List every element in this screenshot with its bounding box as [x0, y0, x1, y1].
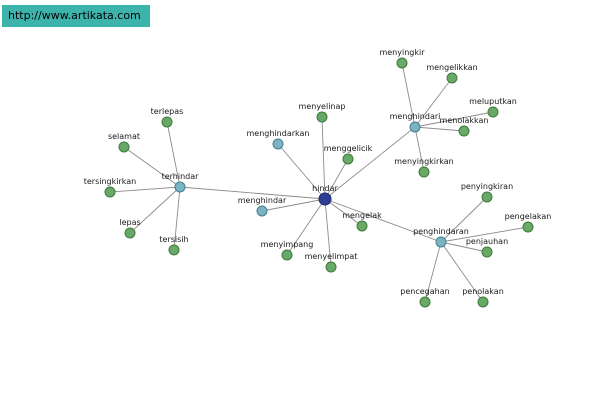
node-label-menolakkan: menolakkan — [440, 116, 489, 125]
node-penolakan[interactable] — [477, 296, 489, 308]
edge-hindar-menyelinap — [321, 116, 326, 200]
node-tersisih[interactable] — [168, 244, 180, 256]
node-menghindarkan[interactable] — [272, 138, 284, 150]
edge-penghindaran-pengelakan — [440, 226, 529, 243]
node-menyimpang[interactable] — [281, 249, 293, 261]
edge-hindar-menyelimpat — [324, 198, 332, 268]
node-meluputkan[interactable] — [487, 106, 499, 118]
node-menghindar[interactable] — [256, 205, 268, 217]
node-label-terlepas: terlepas — [151, 107, 184, 116]
nodes-layer — [104, 57, 534, 308]
edge-terhindar-tersingkirkan — [109, 186, 181, 193]
node-label-selamat: selamat — [108, 132, 140, 141]
edge-terhindar-lepas — [129, 186, 181, 234]
edge-penghindaran-penolakan — [440, 241, 484, 303]
node-pengelakan[interactable] — [522, 221, 534, 233]
node-label-mengelikkan: mengelikkan — [426, 63, 477, 72]
node-label-menyingkirkan: menyingkirkan — [394, 157, 454, 166]
node-lepas[interactable] — [124, 227, 136, 239]
node-label-tersisih: tersisih — [159, 235, 188, 244]
node-label-menyelinap: menyelinap — [299, 102, 346, 111]
node-penyingkiran[interactable] — [481, 191, 493, 203]
node-label-penjauhan: penjauhan — [466, 237, 508, 246]
node-terhindar[interactable] — [174, 181, 186, 193]
node-menyingkir[interactable] — [396, 57, 408, 69]
node-label-hindar: hindar — [312, 184, 338, 193]
node-label-menyelimpat: menyelimpat — [305, 252, 358, 261]
edge-hindar-menggelicik — [324, 158, 349, 200]
node-tersingkirkan[interactable] — [104, 186, 116, 198]
url-text: http://www.artikata.com — [8, 9, 141, 22]
node-label-menggelicik: menggelicik — [324, 144, 373, 153]
node-pencegahan[interactable] — [419, 296, 431, 308]
edge-menghindari-mengelikkan — [414, 77, 453, 128]
node-menghindari[interactable] — [409, 121, 421, 133]
edge-hindar-penghindaran — [324, 198, 442, 243]
node-penghindaran[interactable] — [435, 236, 447, 248]
edges-layer — [109, 62, 529, 303]
node-label-menghindarkan: menghindarkan — [247, 129, 310, 138]
edge-hindar-menghindarkan — [277, 143, 326, 200]
node-hindar[interactable] — [318, 192, 332, 206]
url-bar[interactable]: http://www.artikata.com — [2, 5, 150, 27]
node-label-penyingkiran: penyingkiran — [461, 182, 513, 191]
node-label-menyingkir: menyingkir — [379, 48, 425, 57]
edge-menghindari-menyingkir — [401, 62, 416, 128]
node-label-lepas: lepas — [119, 218, 140, 227]
edge-menghindari-menyingkirkan — [414, 126, 425, 173]
edge-penghindaran-penjauhan — [440, 241, 488, 253]
edge-menghindari-menolakkan — [414, 126, 465, 132]
edge-hindar-mengelak — [324, 198, 363, 227]
edge-terhindar-tersisih — [173, 186, 181, 251]
node-label-pengelakan: pengelakan — [505, 212, 552, 221]
node-label-menghindari: menghindari — [390, 112, 441, 121]
node-label-penghindaran: penghindaran — [413, 227, 469, 236]
node-label-pencegahan: pencegahan — [400, 287, 449, 296]
node-label-meluputkan: meluputkan — [469, 97, 517, 106]
node-terlepas[interactable] — [161, 116, 173, 128]
node-label-penolakan: penolakan — [462, 287, 504, 296]
node-selamat[interactable] — [118, 141, 130, 153]
node-label-menghindar: menghindar — [238, 196, 287, 205]
node-menolakkan[interactable] — [458, 125, 470, 137]
edge-penghindaran-penyingkiran — [440, 196, 488, 243]
node-mengelak[interactable] — [356, 220, 368, 232]
node-label-mengelak: mengelak — [342, 211, 382, 220]
node-mengelikkan[interactable] — [446, 72, 458, 84]
edge-hindar-terhindar — [179, 186, 326, 200]
node-menggelicik[interactable] — [342, 153, 354, 165]
edge-hindar-menyimpang — [286, 198, 326, 256]
edge-hindar-menghindar — [261, 198, 326, 212]
node-menyingkirkan[interactable] — [418, 166, 430, 178]
node-menyelimpat[interactable] — [325, 261, 337, 273]
node-label-menyimpang: menyimpang — [261, 240, 314, 249]
node-label-terhindar: terhindar — [162, 172, 200, 181]
edge-terhindar-terlepas — [166, 121, 181, 188]
edge-terhindar-selamat — [123, 146, 181, 188]
labels-layer: hindar terhindar menghindar menghindarkan me… — [84, 48, 552, 296]
node-penjauhan[interactable] — [481, 246, 493, 258]
node-menyelinap[interactable] — [316, 111, 328, 123]
node-label-tersingkirkan: tersingkirkan — [84, 177, 137, 186]
edge-penghindaran-pencegahan — [424, 241, 442, 303]
edge-menghindari-meluputkan — [414, 111, 494, 128]
edge-hindar-menghindari — [324, 126, 416, 200]
